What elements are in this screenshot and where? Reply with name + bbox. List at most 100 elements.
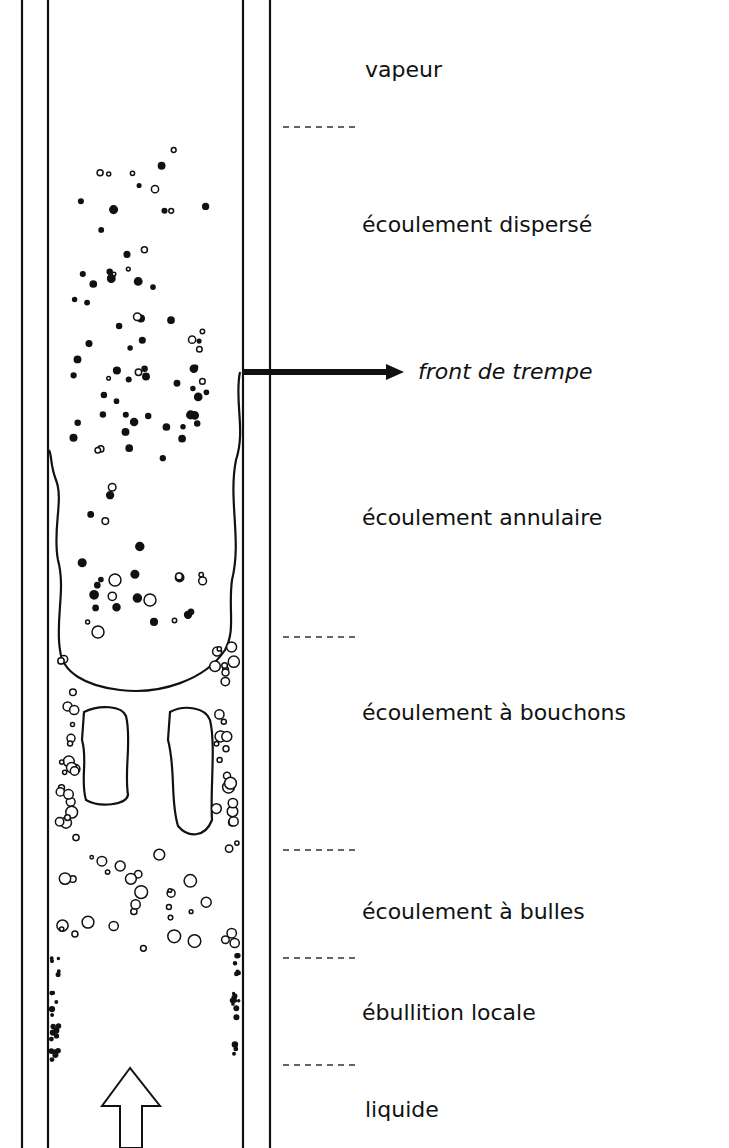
droplet xyxy=(73,298,77,302)
droplet xyxy=(93,605,98,610)
droplet xyxy=(190,365,197,372)
droplet xyxy=(59,873,70,884)
tube-wall xyxy=(21,0,23,1148)
droplet xyxy=(130,171,134,175)
droplet xyxy=(122,429,128,435)
zone-label: front de trempe xyxy=(418,360,592,384)
zone-label: écoulement annulaire xyxy=(362,506,602,530)
droplet xyxy=(105,870,109,874)
droplet xyxy=(154,849,165,860)
droplet xyxy=(126,267,130,271)
droplet xyxy=(85,300,89,304)
droplet xyxy=(228,798,237,807)
droplet xyxy=(200,329,204,333)
zone-label: liquide xyxy=(365,1098,439,1122)
droplet xyxy=(82,916,94,928)
droplet xyxy=(70,767,79,776)
zone-label: vapeur xyxy=(365,58,442,82)
zone-boundary xyxy=(283,849,355,850)
droplet xyxy=(142,366,147,371)
droplet xyxy=(57,1024,61,1028)
droplet xyxy=(203,204,209,210)
droplet xyxy=(115,861,125,871)
droplet xyxy=(213,647,222,656)
droplet xyxy=(232,1003,234,1005)
droplet xyxy=(72,931,78,937)
droplet xyxy=(125,873,136,884)
zone-label: écoulement dispersé xyxy=(362,213,592,237)
droplet xyxy=(167,889,175,897)
droplet xyxy=(95,583,100,588)
droplet xyxy=(228,656,239,667)
droplet xyxy=(234,1015,239,1020)
droplet xyxy=(151,186,158,193)
droplet xyxy=(222,663,228,669)
droplet xyxy=(99,228,103,232)
droplet xyxy=(86,341,92,347)
droplet xyxy=(117,324,122,329)
droplet xyxy=(135,369,141,375)
droplet xyxy=(210,661,221,672)
droplet xyxy=(90,591,98,599)
droplet xyxy=(188,609,193,614)
droplet xyxy=(168,889,172,893)
droplet xyxy=(60,927,64,931)
droplet xyxy=(212,804,222,814)
droplet xyxy=(151,619,158,626)
droplet xyxy=(222,732,232,742)
droplet xyxy=(99,577,103,581)
droplet xyxy=(114,367,121,374)
droplet xyxy=(71,373,76,378)
droplet xyxy=(143,373,149,379)
flow-arrow xyxy=(102,1068,160,1148)
droplet xyxy=(137,184,141,188)
droplets-bubbles xyxy=(49,148,240,1062)
droplet xyxy=(136,543,144,551)
droplet xyxy=(168,930,181,943)
droplet xyxy=(163,424,169,430)
droplet xyxy=(50,1058,53,1061)
droplet xyxy=(109,921,118,930)
droplet xyxy=(70,434,77,441)
droplet xyxy=(200,379,206,385)
vapour-slug xyxy=(168,708,213,835)
droplet xyxy=(90,281,96,287)
droplet xyxy=(133,594,141,602)
droplet xyxy=(217,647,221,651)
droplet xyxy=(233,1053,235,1055)
droplet xyxy=(124,412,129,417)
droplet xyxy=(57,920,68,931)
droplet xyxy=(135,886,148,899)
droplet xyxy=(135,278,142,285)
droplet xyxy=(107,492,114,499)
droplet xyxy=(214,742,219,747)
droplet xyxy=(71,723,75,727)
droplet xyxy=(58,658,64,664)
droplet xyxy=(144,594,156,606)
droplet xyxy=(195,421,200,426)
droplet xyxy=(172,618,176,622)
droplet xyxy=(162,208,167,213)
droplet xyxy=(140,338,146,344)
zone-label: ébullition locale xyxy=(362,1001,536,1025)
droplet xyxy=(74,356,80,362)
droplet xyxy=(70,705,79,714)
droplet xyxy=(217,757,222,762)
droplet xyxy=(50,992,53,995)
droplet xyxy=(90,856,93,859)
droplet xyxy=(225,845,232,852)
droplet xyxy=(112,272,116,276)
droplet xyxy=(141,945,147,951)
droplet xyxy=(189,336,196,343)
droplet xyxy=(101,393,106,398)
droplet xyxy=(160,456,165,461)
droplet xyxy=(55,1034,59,1038)
droplet xyxy=(234,1000,237,1003)
droplet xyxy=(114,399,118,403)
droplet xyxy=(107,172,111,176)
droplet xyxy=(51,1014,53,1016)
droplet xyxy=(70,689,77,696)
droplet xyxy=(235,954,239,958)
droplet xyxy=(168,915,173,920)
droplet xyxy=(78,559,86,567)
